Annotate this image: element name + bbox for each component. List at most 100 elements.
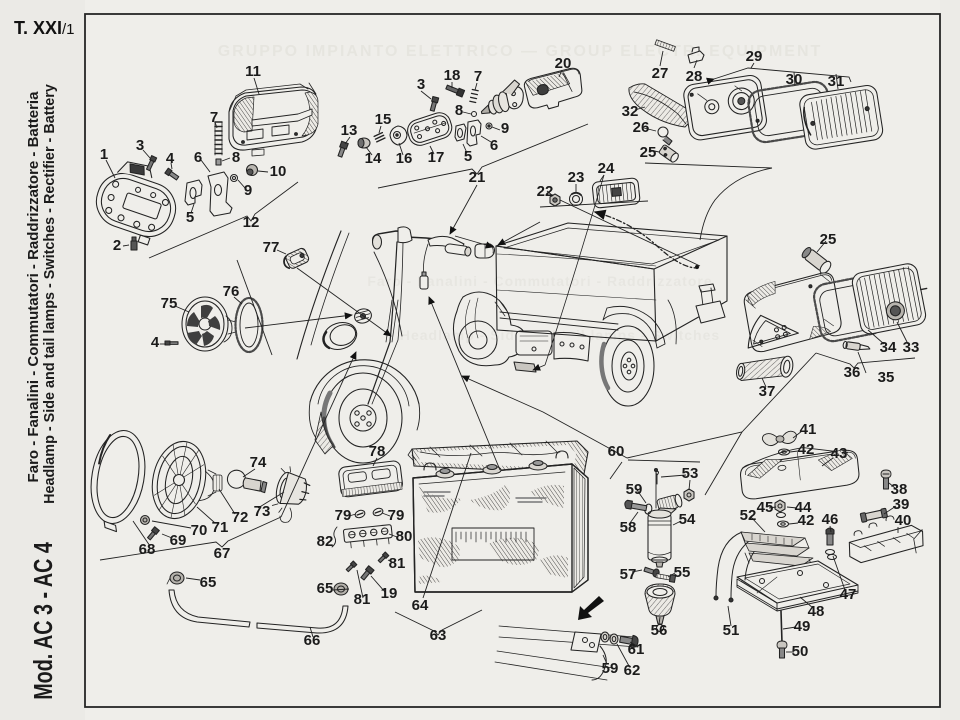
svg-text:1: 1 [100,146,108,163]
svg-text:75: 75 [161,295,178,312]
svg-text:23: 23 [568,169,585,186]
svg-text:7: 7 [210,109,218,126]
svg-text:19: 19 [381,585,398,602]
svg-text:59: 59 [602,660,619,677]
svg-text:65: 65 [200,574,217,591]
svg-text:Mod. AC 3 - AC 4: Mod. AC 3 - AC 4 [28,542,57,700]
svg-text:70: 70 [191,522,208,539]
svg-text:16: 16 [396,150,413,167]
svg-text:15: 15 [375,111,392,128]
svg-text:22: 22 [537,183,554,200]
svg-text:80: 80 [396,528,413,545]
svg-text:24: 24 [598,160,615,177]
svg-text:71: 71 [212,519,229,536]
svg-text:18: 18 [444,67,461,84]
svg-text:14: 14 [365,150,382,167]
svg-text:7: 7 [474,68,482,85]
svg-text:30: 30 [786,71,803,88]
svg-text:54: 54 [679,511,696,528]
svg-text:64: 64 [412,597,429,614]
svg-text:40: 40 [895,512,912,529]
svg-text:Faro - Fanalini - Commutatori: Faro - Fanalini - Commutatori - Raddrizz… [367,273,712,289]
svg-text:37: 37 [759,383,776,400]
svg-text:10: 10 [270,163,287,180]
svg-text:9: 9 [501,120,509,137]
svg-text:76: 76 [223,283,240,300]
svg-text:77: 77 [263,239,280,256]
svg-text:8: 8 [455,102,463,119]
svg-text:34: 34 [880,339,897,356]
svg-text:58: 58 [620,519,637,536]
svg-text:55: 55 [674,564,691,581]
svg-text:35: 35 [878,369,895,386]
svg-text:46: 46 [822,511,839,528]
svg-text:38: 38 [891,481,908,498]
svg-text:29: 29 [746,48,763,65]
svg-text:Headlamp - Side and tail lamps: Headlamp - Side and tail lamps - Switche… [42,84,58,504]
svg-text:T. XXI/1: T. XXI/1 [14,18,75,38]
svg-text:41: 41 [800,421,817,438]
svg-text:32: 32 [622,103,639,120]
svg-text:39: 39 [893,496,910,513]
svg-text:43: 43 [831,445,848,462]
svg-text:74: 74 [250,454,267,471]
svg-text:81: 81 [389,555,406,572]
svg-text:GRUPPO IMPIANTO ELETTRICO — GR: GRUPPO IMPIANTO ELETTRICO — GROUP ELECTR… [218,43,823,60]
svg-text:36: 36 [844,364,861,381]
svg-text:4: 4 [166,150,175,167]
svg-text:5: 5 [464,148,472,165]
svg-text:45: 45 [757,499,774,516]
svg-text:72: 72 [232,509,249,526]
svg-text:51: 51 [723,622,740,639]
svg-text:57: 57 [620,566,637,583]
svg-text:31: 31 [828,73,845,90]
svg-text:20: 20 [555,55,572,72]
svg-text:6: 6 [490,137,498,154]
svg-text:68: 68 [139,541,156,558]
svg-text:56: 56 [651,622,668,639]
svg-text:25: 25 [820,231,837,248]
svg-text:60: 60 [608,443,625,460]
svg-text:69: 69 [170,532,187,549]
svg-text:79: 79 [388,507,405,524]
svg-text:26: 26 [633,119,650,136]
svg-text:42: 42 [798,512,815,529]
svg-text:73: 73 [254,503,271,520]
svg-text:44: 44 [795,499,812,516]
svg-text:4: 4 [151,334,160,351]
svg-text:8: 8 [232,149,240,166]
svg-text:48: 48 [808,603,825,620]
svg-text:3: 3 [417,76,425,93]
svg-text:33: 33 [903,339,920,356]
svg-text:82: 82 [317,533,334,550]
svg-text:Faro - Fanalini - Commutatori: Faro - Fanalini - Commutatori - Raddrizz… [25,91,42,483]
svg-text:79: 79 [335,507,352,524]
svg-text:50: 50 [792,643,809,660]
svg-text:63: 63 [430,627,447,644]
svg-text:13: 13 [341,122,358,139]
svg-text:42: 42 [798,441,815,458]
svg-text:17: 17 [428,149,445,166]
svg-text:2: 2 [113,237,121,254]
svg-text:12: 12 [243,214,260,231]
svg-text:27: 27 [652,65,669,82]
svg-text:78: 78 [369,443,386,460]
svg-text:67: 67 [214,545,231,562]
svg-text:5: 5 [186,209,194,226]
svg-text:53: 53 [682,465,699,482]
svg-text:65: 65 [317,580,334,597]
svg-text:59: 59 [626,481,643,498]
svg-text:61: 61 [628,641,645,658]
svg-text:49: 49 [794,618,811,635]
svg-text:6: 6 [194,149,202,166]
svg-text:47: 47 [840,586,857,603]
svg-text:52: 52 [740,507,757,524]
svg-text:66: 66 [304,632,321,649]
svg-text:9: 9 [244,182,252,199]
svg-text:25: 25 [640,144,657,161]
svg-text:28: 28 [686,68,703,85]
svg-text:3: 3 [136,137,144,154]
svg-text:62: 62 [624,662,641,679]
svg-text:11: 11 [245,63,261,80]
svg-text:21: 21 [469,169,486,186]
